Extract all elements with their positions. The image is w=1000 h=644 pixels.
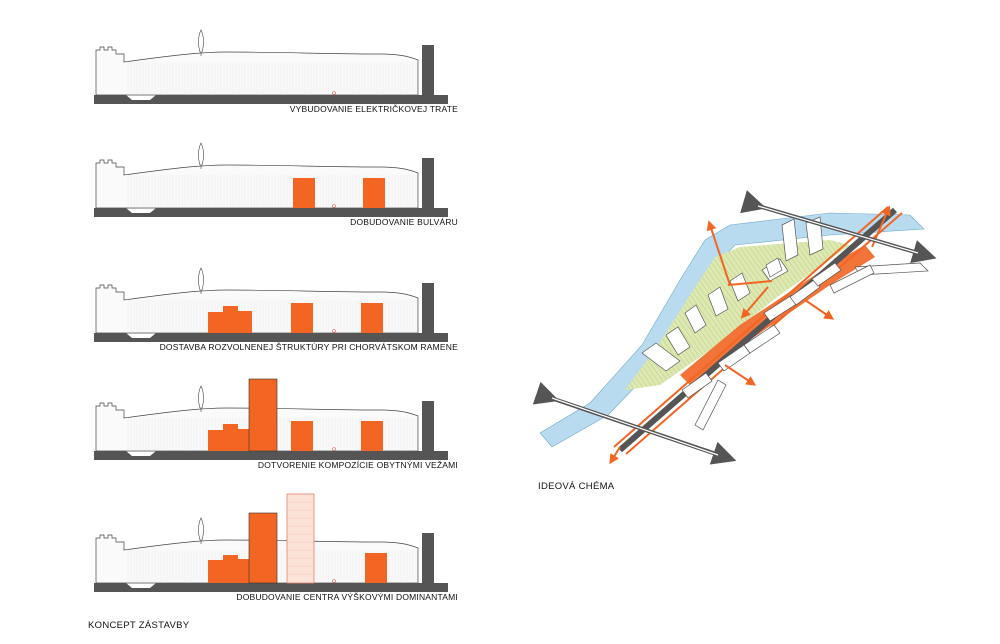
- concept-label: KONCEPT ZÁSTAVBY: [88, 620, 190, 631]
- section-panel-5: DOBUDOVANIE CENTRA VÝŠKOVÝMI DOMINANTAMI: [88, 493, 458, 602]
- tree-icon: [198, 517, 204, 541]
- tree-icon: [198, 142, 204, 166]
- section-drawing-5: [94, 493, 448, 592]
- orange-block: [365, 553, 387, 583]
- section-caption-5: DOBUDOVANIE CENTRA VÝŠKOVÝMI DOMINANTAMI: [236, 592, 458, 602]
- dark-tower: [422, 401, 434, 451]
- section-drawing-1: [94, 29, 448, 104]
- section-drawing-3: [94, 267, 448, 342]
- ground-slab: [94, 95, 448, 104]
- section-caption-1: VYBUDOVANIE ELEKTRIČKOVEJ TRATE: [289, 104, 458, 114]
- section-panel-3: DOSTAVBA ROZVOLNENEJ ŠTRUKTÚRY PRI CHORV…: [88, 267, 458, 352]
- orange-block: [208, 306, 252, 333]
- tower: [248, 378, 278, 452]
- orange-block: [291, 303, 313, 333]
- dark-tower: [422, 283, 434, 333]
- marker-dot: [332, 204, 336, 208]
- ground-slab: [94, 333, 448, 342]
- section-drawing-2: [94, 142, 448, 217]
- tower: [248, 512, 278, 584]
- section-panel-1: VYBUDOVANIE ELEKTRIČKOVEJ TRATE: [88, 29, 458, 114]
- marker-dot: [332, 447, 336, 451]
- ground-slab: [94, 208, 448, 217]
- section-caption-4: DOTVORENIE KOMPOZÍCIE OBYTNÝMI VEŽAMI: [257, 460, 458, 470]
- orange-block: [363, 178, 385, 208]
- tree-icon: [198, 267, 204, 291]
- marker-dot: [332, 329, 336, 333]
- ground-slab: [94, 451, 448, 460]
- section-drawing-4: [94, 378, 448, 460]
- orange-block: [208, 555, 252, 583]
- tower-proposed: [286, 493, 315, 584]
- section-caption-2: DOBUDOVANIE BULVÁRU: [350, 217, 458, 227]
- orange-block: [208, 424, 252, 451]
- tree-icon: [198, 385, 204, 409]
- dark-tower: [422, 45, 434, 95]
- orange-block: [293, 178, 315, 208]
- orange-block: [361, 421, 383, 451]
- dark-tower: [422, 158, 434, 208]
- tower-proposed-hatch: [287, 501, 314, 575]
- park-hatch: [625, 240, 850, 390]
- orange-block: [291, 421, 313, 451]
- section-panel-4: DOTVORENIE KOMPOZÍCIE OBYTNÝMI VEŽAMI: [88, 378, 458, 470]
- idea-schema-diagram: [532, 190, 937, 465]
- dark-tower: [422, 533, 434, 583]
- section-caption-3: DOSTAVBA ROZVOLNENEJ ŠTRUKTÚRY PRI CHORV…: [159, 342, 458, 352]
- orange-block: [361, 303, 383, 333]
- schema-label: IDEOVÁ CHÉMA: [538, 481, 615, 492]
- marker-dot: [332, 91, 336, 95]
- ground-slab: [94, 583, 448, 592]
- marker-dot: [332, 579, 336, 583]
- axis-arrow-inner: [551, 205, 919, 456]
- tree-icon: [198, 29, 204, 53]
- section-panel-2: DOBUDOVANIE BULVÁRU: [88, 142, 458, 227]
